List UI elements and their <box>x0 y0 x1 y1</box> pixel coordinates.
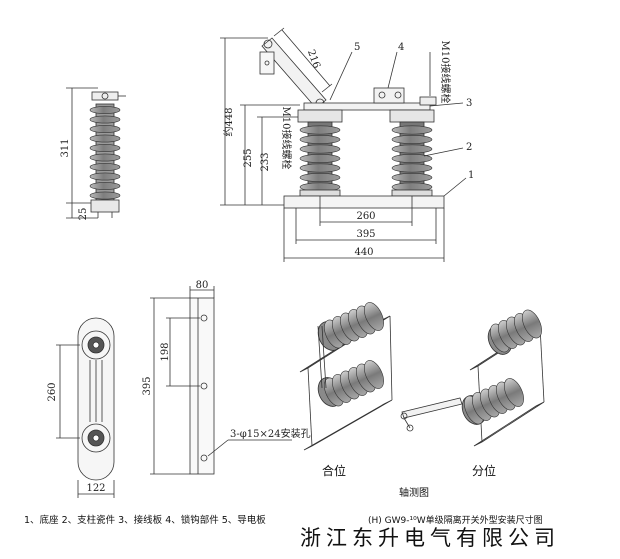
iso-open-blade <box>400 397 463 432</box>
insulator-shed <box>89 134 121 143</box>
insulator-shed <box>299 163 341 173</box>
top-view <box>56 317 115 498</box>
dim-side-height: 311 <box>60 138 71 157</box>
insulator-shed <box>89 144 121 152</box>
iso-open-insulator-upper <box>487 309 542 355</box>
insulator-shed <box>299 144 341 154</box>
dim-plate-width: 80 <box>196 280 209 291</box>
dim-plate-height: 395 <box>142 376 153 395</box>
dim-top-pitch: 260 <box>47 382 58 401</box>
insulator-shed <box>89 182 121 190</box>
insulator-shed <box>299 173 341 183</box>
front-insulator-left <box>297 109 343 192</box>
insulator-shed <box>89 191 121 200</box>
hole-spec: 3-φ15×24安装孔 <box>230 427 311 440</box>
callout-4: 4 <box>398 42 404 53</box>
front-view <box>220 27 467 262</box>
dim-insulator-a: 255 <box>243 148 254 167</box>
front-base <box>283 189 445 209</box>
dim-front-inner: 395 <box>356 229 375 240</box>
conductor-plate <box>303 87 437 111</box>
insulator-shed <box>89 115 121 124</box>
label-axonometric: 轴测图 <box>399 486 429 499</box>
side-view <box>66 87 126 219</box>
insulator-shed <box>299 135 341 145</box>
dim-total-height: 约448 <box>222 107 235 136</box>
insulator-shed <box>391 163 433 173</box>
figure-caption: (H) GW9-¹⁰W单级隔离开关外型安装尺寸图 <box>368 514 543 526</box>
label-closed: 合位 <box>322 463 346 478</box>
iso-closed-insulator-upper <box>317 302 384 351</box>
dim-plate-hole-pitch: 198 <box>160 342 171 361</box>
insulator-shed <box>391 144 433 154</box>
insulator-shed <box>364 360 384 389</box>
bolt-label-right: M10接线螺栓 <box>439 41 452 104</box>
callout-5: 5 <box>354 42 360 53</box>
dim-insulator-b: 233 <box>260 152 271 171</box>
bolt-label-left: M10接线螺栓 <box>280 107 293 170</box>
insulator-shed <box>299 154 341 164</box>
company-watermark: 浙江东升电气有限公司 <box>300 526 560 550</box>
label-open: 分位 <box>472 463 496 478</box>
dim-side-base: 25 <box>78 208 89 221</box>
iso-closed-insulator-lower <box>317 360 384 407</box>
insulator-shed <box>299 125 341 135</box>
insulator-shed <box>89 125 121 133</box>
insulator-shed <box>364 302 384 331</box>
insulator-shed <box>89 106 121 114</box>
dim-front-total: 440 <box>354 247 373 258</box>
side-insulator <box>89 103 121 201</box>
insulator-shed <box>391 125 433 135</box>
callout-1: 1 <box>468 170 474 181</box>
insulator-shed <box>89 153 121 162</box>
insulator-shed <box>89 172 121 181</box>
base-plate-view <box>150 286 292 475</box>
insulator-shed <box>391 173 433 183</box>
parts-legend: 1、底座 2、支柱瓷件 3、接线板 4、锁钩部件 5、导电板 <box>24 514 266 526</box>
callout-3: 3 <box>466 98 472 109</box>
iso-closed-position <box>299 302 393 451</box>
insulator-shed <box>504 378 524 407</box>
insulator-shed <box>391 135 433 145</box>
front-insulator-right <box>389 109 435 192</box>
insulator-shed <box>391 154 433 164</box>
iso-open-insulator-lower <box>461 378 524 425</box>
iso-open-position <box>400 309 545 447</box>
dim-top-width: 122 <box>86 483 105 494</box>
dim-front-pitch: 260 <box>356 211 375 222</box>
insulator-shed <box>89 163 121 171</box>
insulator-shed <box>522 309 542 339</box>
callout-2: 2 <box>466 142 472 153</box>
